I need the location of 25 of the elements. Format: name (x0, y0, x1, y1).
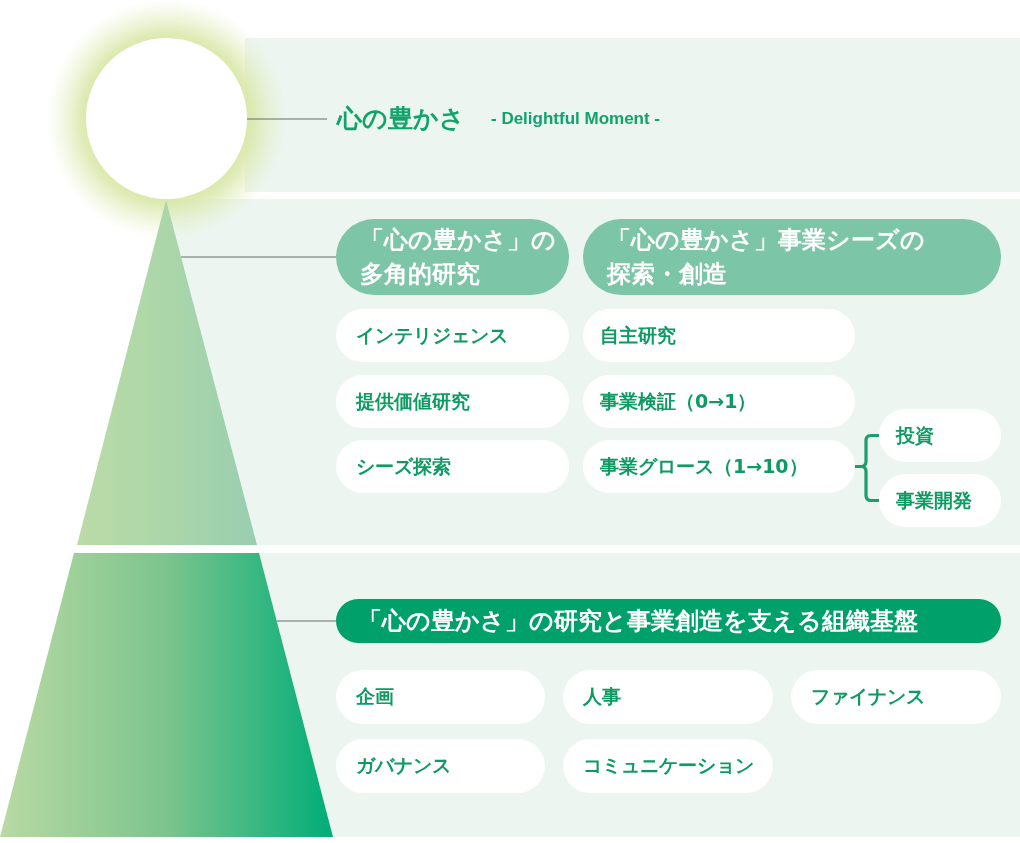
title-text: 心の豊かさ (337, 103, 465, 135)
heading-pill: 「心の豊かさ」の多角的研究 (336, 219, 569, 295)
item-pill: シーズ探索 (336, 440, 569, 493)
item-pill: ガバナンス (336, 739, 545, 793)
item-pill: 事業開発 (879, 474, 1001, 527)
item-pill: インテリジェンス (336, 309, 569, 362)
bracket-line (855, 464, 879, 503)
item-pill: 提供価値研究 (336, 375, 569, 428)
item-pill: コミュニケーション (563, 739, 773, 793)
heading-pill: 「心の豊かさ」事業シーズの探索・創造 (583, 219, 1001, 295)
item-pill: 人事 (563, 670, 773, 724)
subtitle-text: - Delightful Moment - (491, 108, 661, 130)
leader-line (246, 118, 328, 120)
item-pill: 事業グロース（1→10） (583, 440, 855, 493)
item-pill: ファイナンス (791, 670, 1001, 724)
heading-pill: 「心の豊かさ」の研究と事業創造を支える組織基盤 (336, 599, 1001, 643)
item-pill: 投資 (879, 409, 1001, 462)
leader-line (276, 620, 337, 622)
item-pill: 事業検証（0→1） (583, 375, 855, 428)
item-pill: 企画 (336, 670, 545, 724)
leader-line (180, 256, 337, 258)
item-pill: 自主研究 (583, 309, 855, 362)
pyramid-trapezoid (0, 553, 333, 837)
pyramid-triangle (77, 200, 257, 545)
band-panel (259, 553, 1020, 837)
